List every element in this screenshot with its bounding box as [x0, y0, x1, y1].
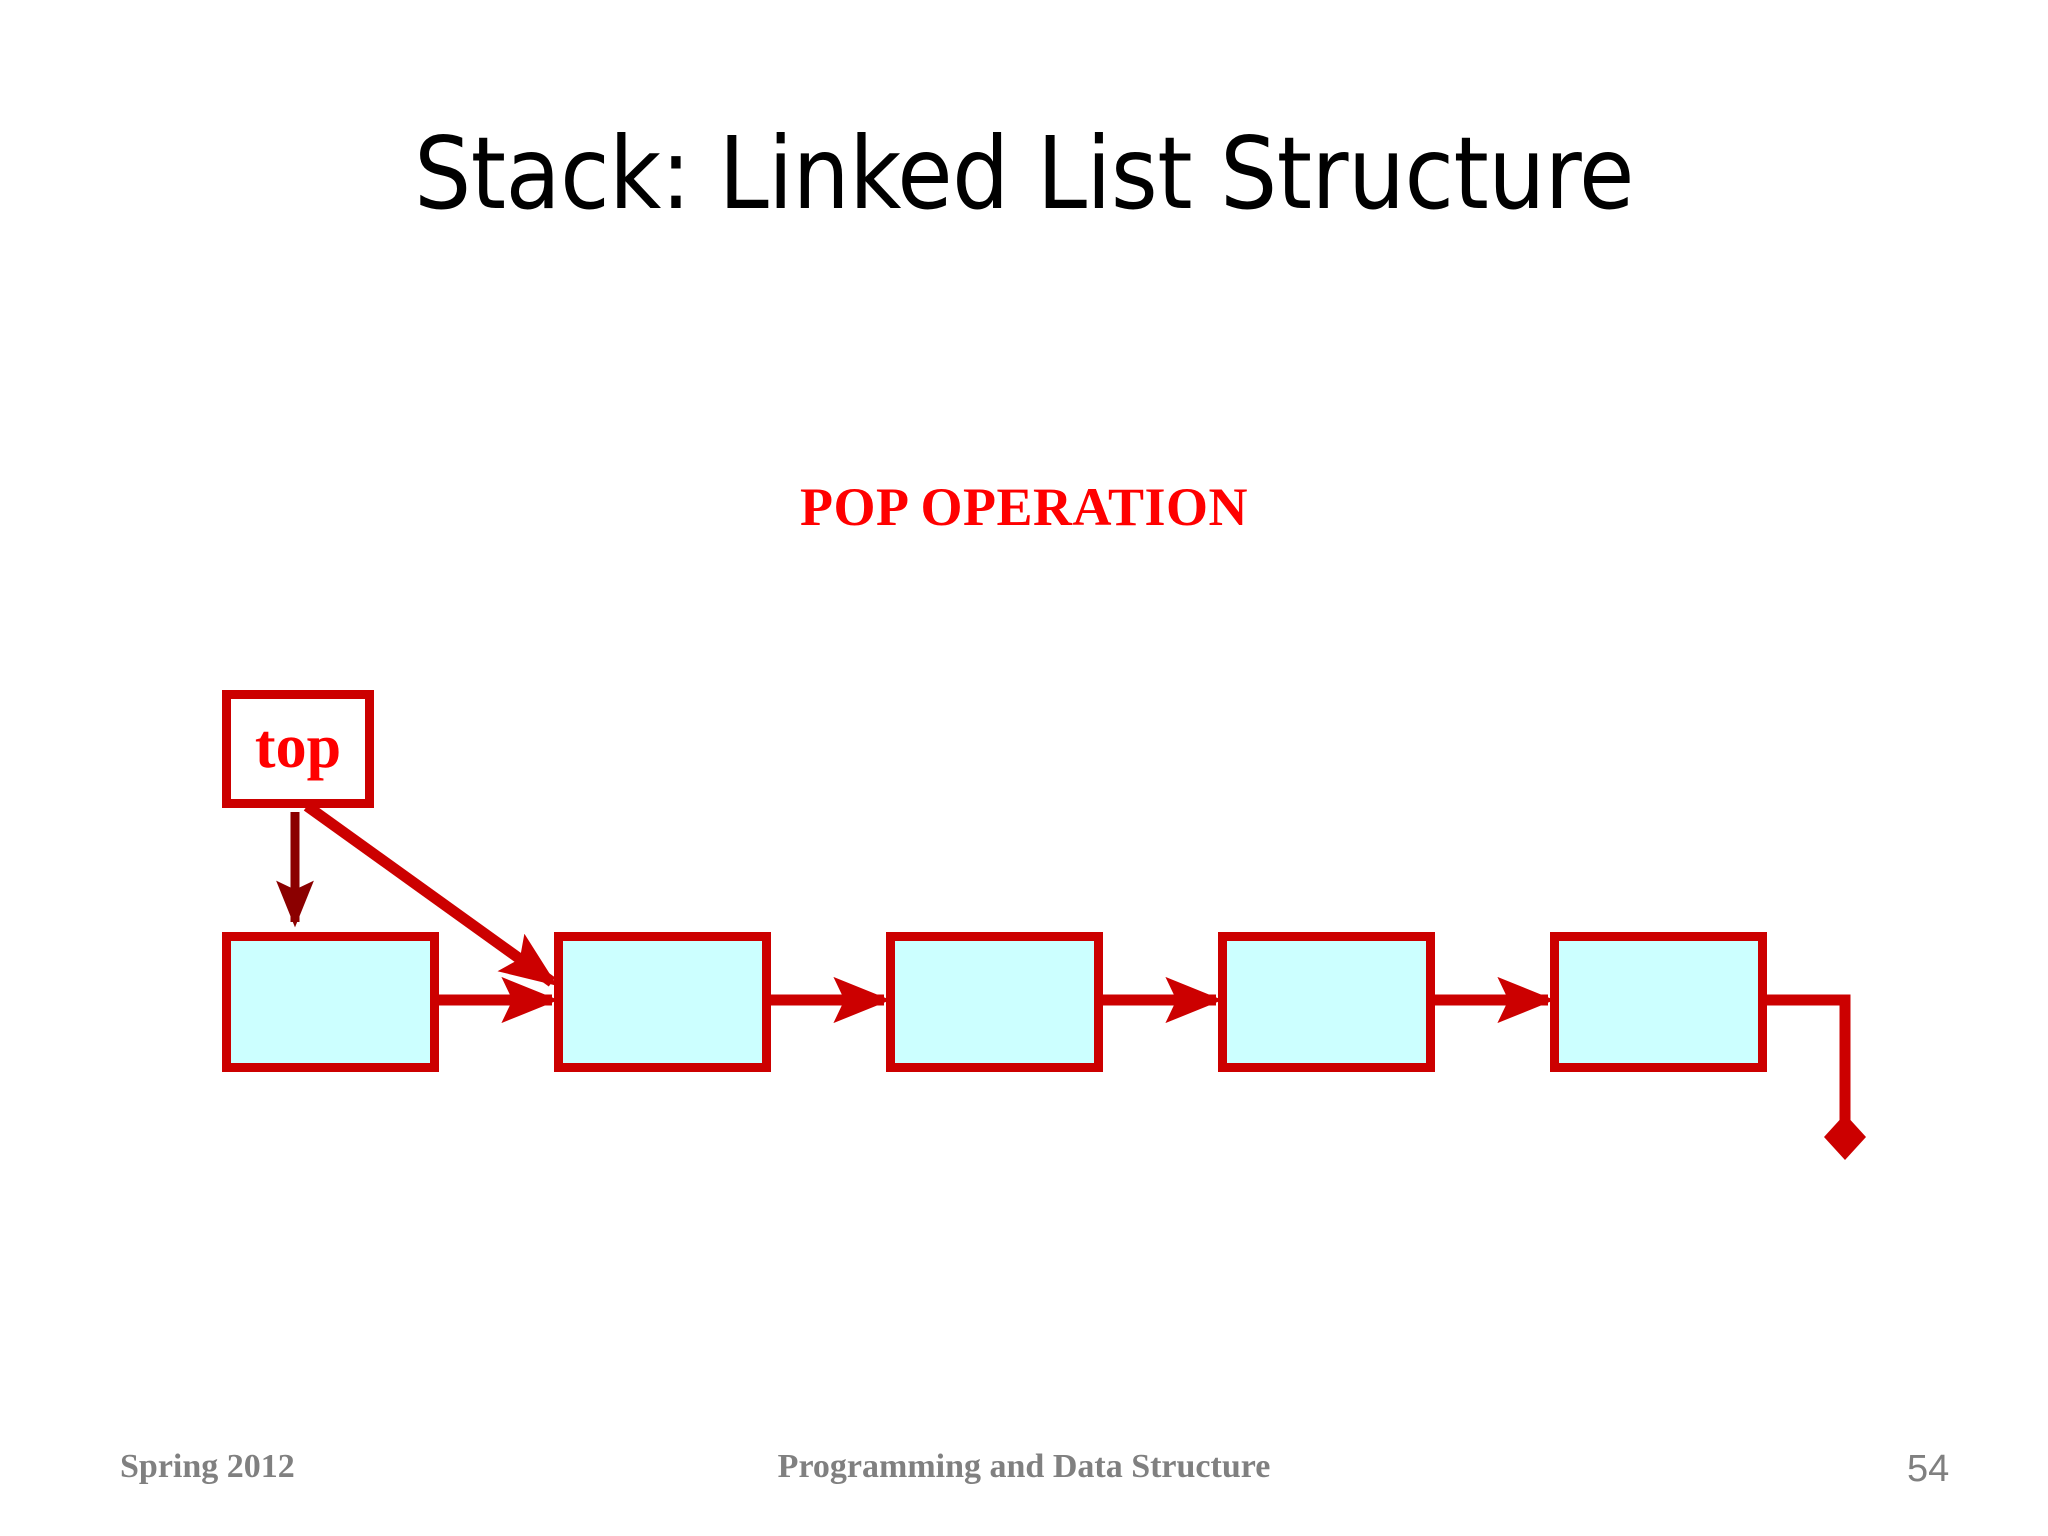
- top-to-node2-arrow: [303, 801, 558, 987]
- page-title: Stack: Linked List Structure: [414, 115, 1634, 232]
- list-node-4: [1218, 932, 1435, 1072]
- top-pointer-box: [222, 690, 374, 808]
- footer-page-number: 54: [1907, 1448, 1950, 1490]
- list-node-2: [554, 932, 771, 1072]
- operation-label: POP OPERATION: [799, 477, 1249, 537]
- link-node5-null: [1732, 994, 1851, 1122]
- top-pointer-label: top: [254, 713, 342, 781]
- footer-course-title: Programming and Data Structure: [777, 1448, 1271, 1485]
- list-node-5: [1550, 932, 1767, 1072]
- footer-term: Spring 2012: [120, 1448, 295, 1485]
- null-terminator-diamond: [1824, 1114, 1866, 1160]
- list-node-3: [886, 932, 1103, 1072]
- list-node-1: [222, 932, 439, 1072]
